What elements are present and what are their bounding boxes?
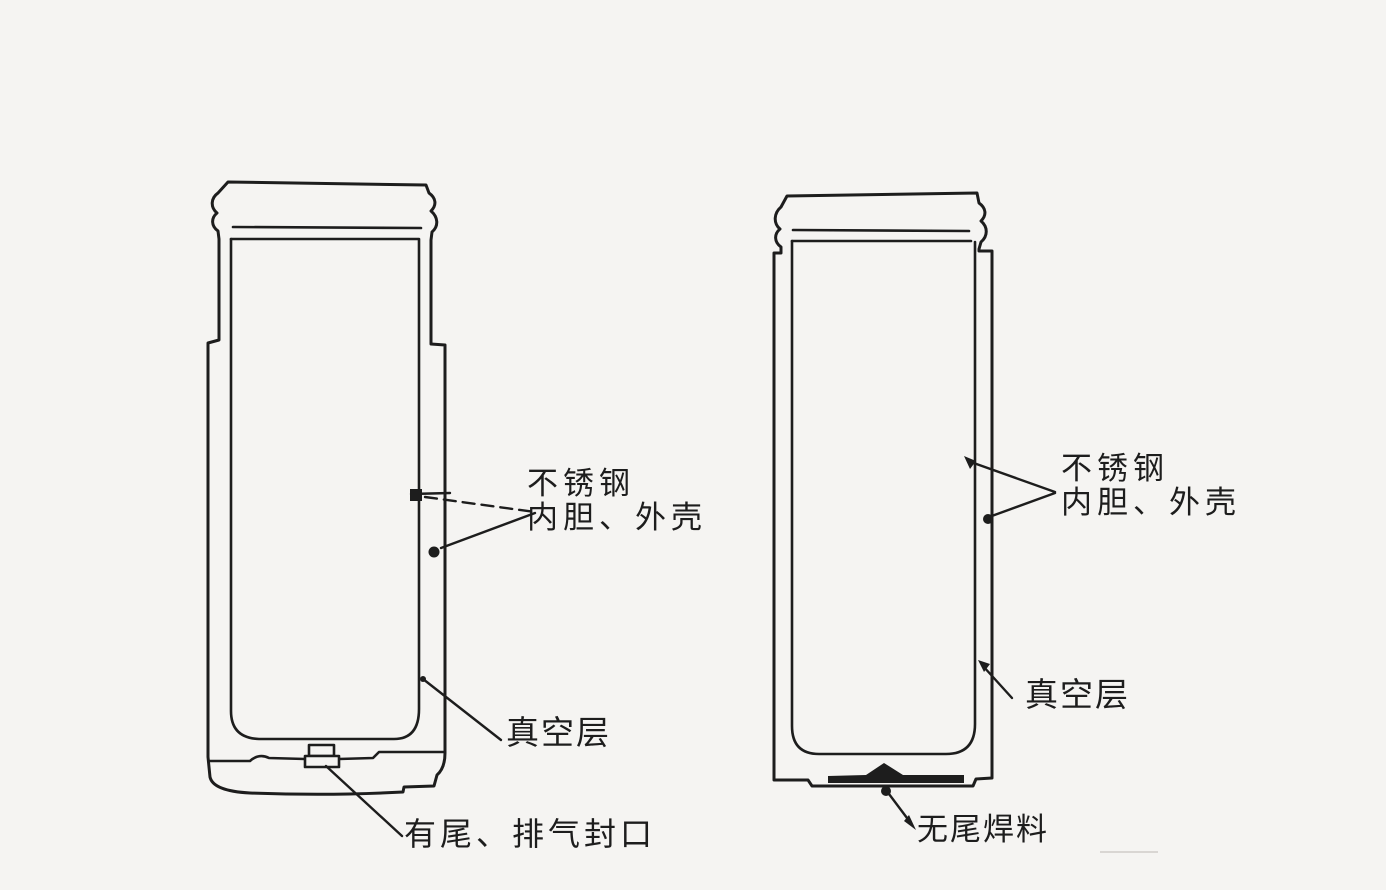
right-steel-label-line1: 不锈钢	[1061, 451, 1169, 486]
right-solder-label: 无尾焊料	[917, 812, 1049, 847]
left-steel-leader-lower	[439, 511, 537, 550]
left-vacuum-label: 真空层	[506, 714, 611, 751]
right-flask-liner-rim	[790, 228, 973, 243]
left-steel-marker-dot	[428, 546, 440, 558]
left-flask-bottom-plate	[207, 750, 446, 763]
right-steel-marker-dot	[983, 514, 993, 524]
right-steel-leader-lower	[987, 491, 1057, 519]
left-flask-outer-shell	[206, 180, 447, 796]
right-vacuum-leader	[981, 664, 1014, 700]
left-vacuum-leader	[421, 677, 503, 742]
left-flask-inner-liner	[229, 237, 421, 741]
right-vacuum-label: 真空层	[1025, 676, 1130, 713]
left-seal-label: 有尾、排气封口	[404, 816, 657, 852]
left-steel-label-line1: 不锈钢	[527, 466, 635, 501]
right-steel-label-line2: 内胆、外壳	[1061, 485, 1241, 520]
right-solder-arrowhead	[904, 815, 916, 830]
left-steel-label-line2: 内胆、外壳	[527, 500, 707, 535]
left-steel-label: 不锈钢 内胆、外壳	[527, 467, 707, 535]
left-flask-exhaust-seal-top	[307, 743, 336, 758]
left-flask-figure	[206, 180, 537, 838]
right-steel-leader-upper	[966, 459, 1057, 494]
left-seal-leader	[324, 764, 404, 838]
left-flask-exhaust-seal-base	[303, 754, 341, 769]
scan-smudge	[1100, 851, 1158, 853]
right-flask-figure	[772, 191, 1057, 830]
right-solder-leader	[887, 792, 912, 824]
left-steel-marker-square	[410, 489, 422, 501]
left-flask-liner-rim	[229, 225, 423, 241]
right-flask-outer-shell	[772, 191, 994, 788]
right-flask-inner-liner	[790, 239, 977, 756]
right-steel-label: 不锈钢 内胆、外壳	[1061, 452, 1241, 520]
right-flask-solder-band	[828, 763, 964, 783]
left-steel-leader-upper	[423, 495, 537, 514]
